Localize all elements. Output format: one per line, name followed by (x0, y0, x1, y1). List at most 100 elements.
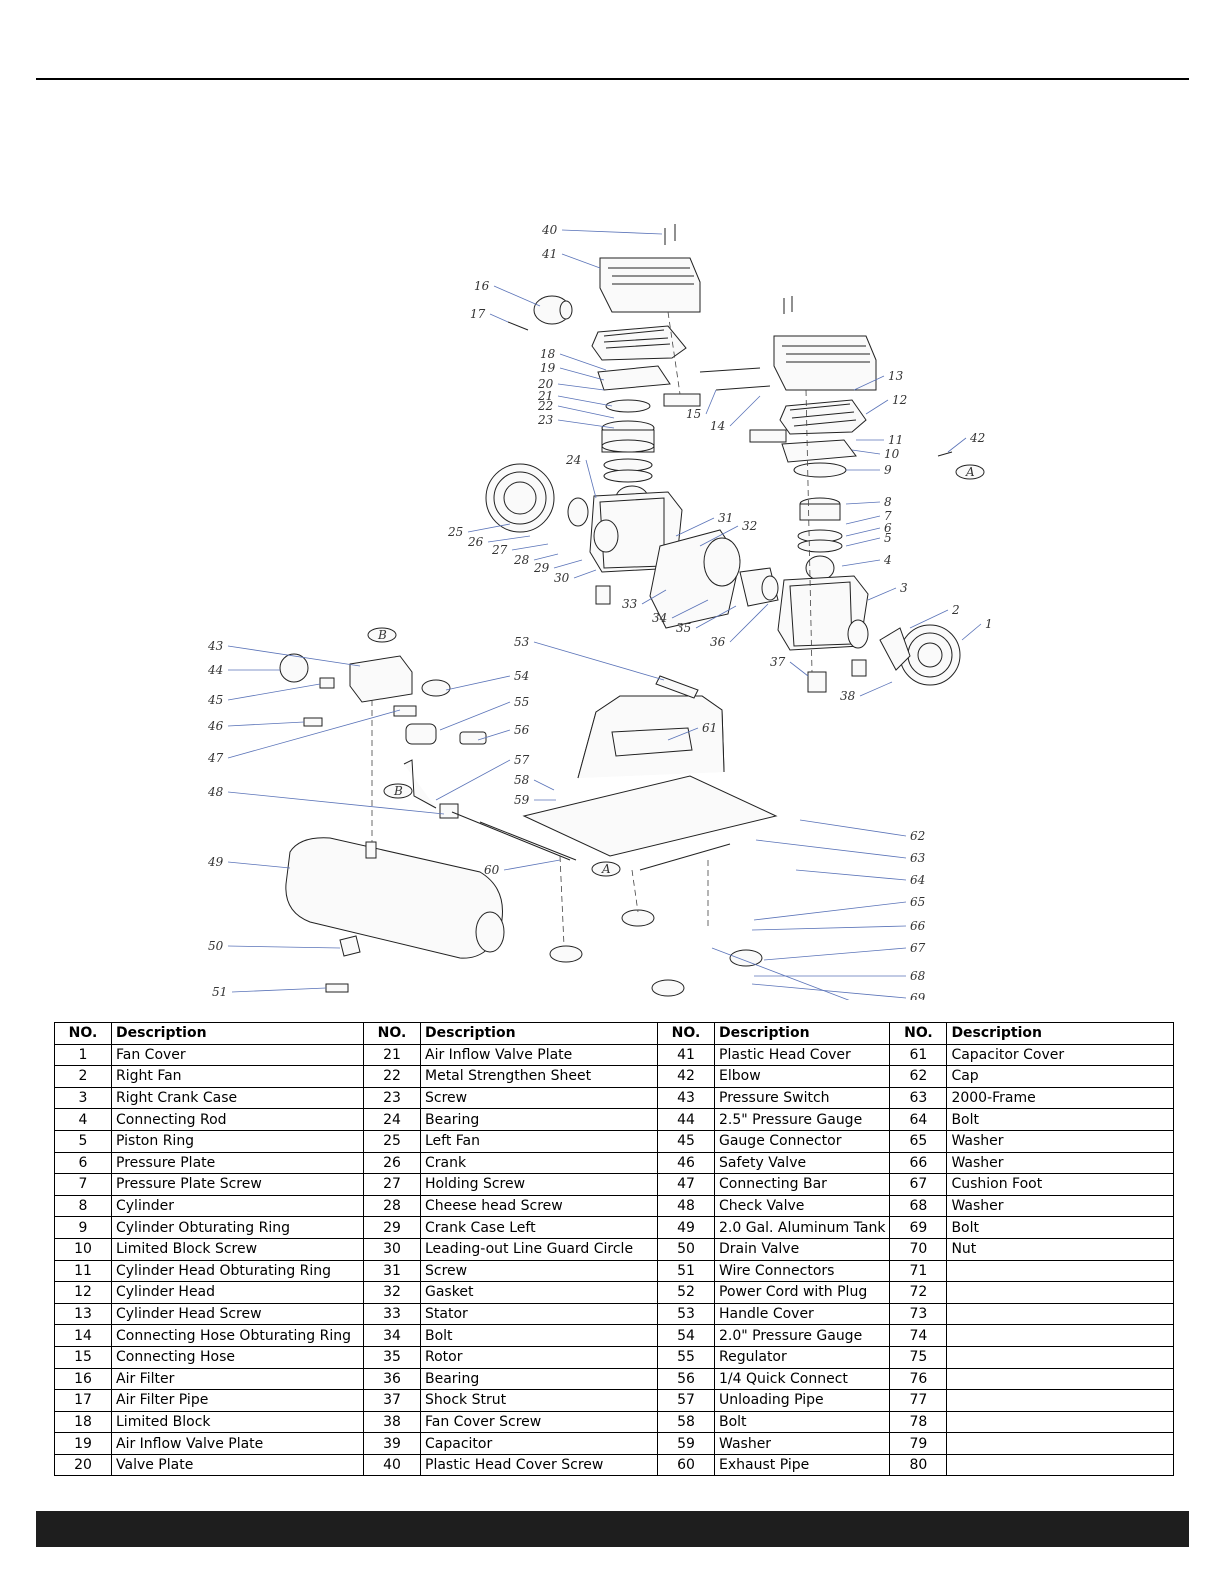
callout-leader-line (533, 553, 559, 561)
callout-number: 25 (447, 525, 463, 539)
reference-mark: B (377, 628, 387, 642)
part-number-cell: 6 (54, 1151, 112, 1175)
part-description-cell: Bearing (420, 1367, 658, 1391)
part-number-cell: 53 (657, 1302, 715, 1326)
callout-number: 47 (207, 751, 224, 765)
callout-leader-line (557, 395, 613, 407)
callout-leader-line (227, 721, 305, 727)
callout-leader-line (231, 987, 327, 993)
callout-leader-line (751, 925, 907, 931)
part-number-cell: 32 (363, 1281, 421, 1304)
callout-number: 9 (884, 463, 892, 477)
callout-number: 41 (541, 247, 557, 261)
callout-number: 20 (537, 377, 554, 391)
part-number-cell: 58 (657, 1410, 715, 1434)
right-head-cover-illustration (773, 296, 877, 391)
callout-leader-line (641, 589, 667, 605)
reference-mark-outline (955, 464, 985, 480)
callout-number: 66 (910, 919, 926, 933)
part-number-cell: 57 (657, 1389, 715, 1412)
part-number-cell: 33 (363, 1302, 421, 1326)
left-cylinder-head-illustration (591, 325, 687, 511)
callout-leader-line (573, 569, 597, 579)
callout-leader-line (227, 861, 291, 869)
part-number-cell: 19 (54, 1432, 112, 1455)
callout-number: 67 (910, 941, 926, 955)
part-number-cell: 41 (657, 1043, 715, 1067)
callout-number: 42 (969, 431, 985, 445)
part-number-cell: 49 (657, 1216, 715, 1239)
callout-leader-line (227, 791, 445, 815)
part-number-cell: 24 (363, 1108, 421, 1131)
part-description-cell: Connecting Hose Obturating Ring (111, 1324, 364, 1347)
part-number-cell: 46 (657, 1151, 715, 1175)
callout-leader-line (751, 983, 907, 999)
callout-leader-line (561, 229, 663, 235)
callout-leader-line (859, 681, 893, 697)
part-number-cell: 72 (889, 1281, 948, 1304)
pressure-switch-illustration (279, 653, 487, 819)
part-description-cell: Cylinder Head (111, 1281, 364, 1304)
part-number-cell: 71 (889, 1259, 948, 1283)
callout-number: 63 (910, 851, 926, 865)
part-description-cell: Crank (420, 1151, 658, 1175)
callout-number: 61 (702, 721, 717, 735)
callout-number: 46 (207, 719, 224, 733)
part-number-cell: 70 (889, 1237, 948, 1261)
part-number-cell: 74 (889, 1324, 948, 1347)
callout-number: 12 (892, 393, 907, 407)
part-description-cell: 2.0 Gal. Aluminum Tank (713, 1216, 891, 1239)
part-number-cell: 10 (54, 1237, 112, 1261)
part-description-cell: Handle Cover (713, 1302, 891, 1326)
part-description-cell: Bolt (946, 1108, 1174, 1131)
callout-number: 28 (513, 553, 530, 567)
part-number-cell: 11 (54, 1259, 112, 1283)
callout-number: 15 (686, 407, 701, 421)
motor-stator-illustration (595, 529, 779, 629)
no-header: NO. (889, 1022, 948, 1045)
part-number-cell: 37 (363, 1389, 421, 1412)
callout-leader-line (853, 375, 885, 391)
part-number-cell: 48 (657, 1194, 715, 1218)
reference-mark: B (393, 784, 403, 798)
part-number-cell: 51 (657, 1259, 715, 1283)
part-number-cell: 21 (363, 1043, 421, 1067)
callout-leader-line (729, 395, 761, 427)
part-description-cell: Connecting Hose (111, 1345, 364, 1369)
callout-number: 62 (910, 829, 925, 843)
part-number-cell: 47 (657, 1173, 715, 1196)
handle-frame-illustration (479, 675, 778, 871)
callout-leader-line (435, 759, 511, 801)
part-description-cell: Air Inflow Valve Plate (420, 1043, 658, 1067)
callout-number: 23 (537, 413, 554, 427)
part-description-cell: Crank Case Left (420, 1216, 658, 1239)
part-number-cell: 40 (363, 1453, 421, 1477)
part-description-cell: Regulator (713, 1345, 891, 1369)
callout-number: 26 (467, 535, 484, 549)
callout-number: 13 (888, 369, 904, 383)
callout-number: 11 (888, 433, 903, 447)
part-description-cell: Washer (946, 1194, 1174, 1218)
part-description-cell: Elbow (713, 1065, 891, 1088)
callout-number: 14 (710, 419, 725, 433)
right-crank-assembly-illustration (777, 575, 961, 693)
callout-leader-line (489, 313, 509, 323)
part-number-cell: 1 (54, 1043, 112, 1067)
part-description-cell (946, 1259, 1174, 1283)
callout-leader-line (667, 727, 699, 741)
part-description-cell (946, 1302, 1174, 1326)
part-description-cell: Fan Cover Screw (420, 1410, 658, 1434)
part-description-cell: Pressure Switch (713, 1086, 891, 1110)
part-number-cell: 61 (889, 1043, 948, 1067)
callout-number: 38 (840, 689, 856, 703)
left-head-cover-illustration (599, 224, 701, 313)
part-number-cell: 7 (54, 1173, 112, 1196)
no-header: NO. (363, 1022, 421, 1045)
top-rule (36, 78, 1189, 80)
